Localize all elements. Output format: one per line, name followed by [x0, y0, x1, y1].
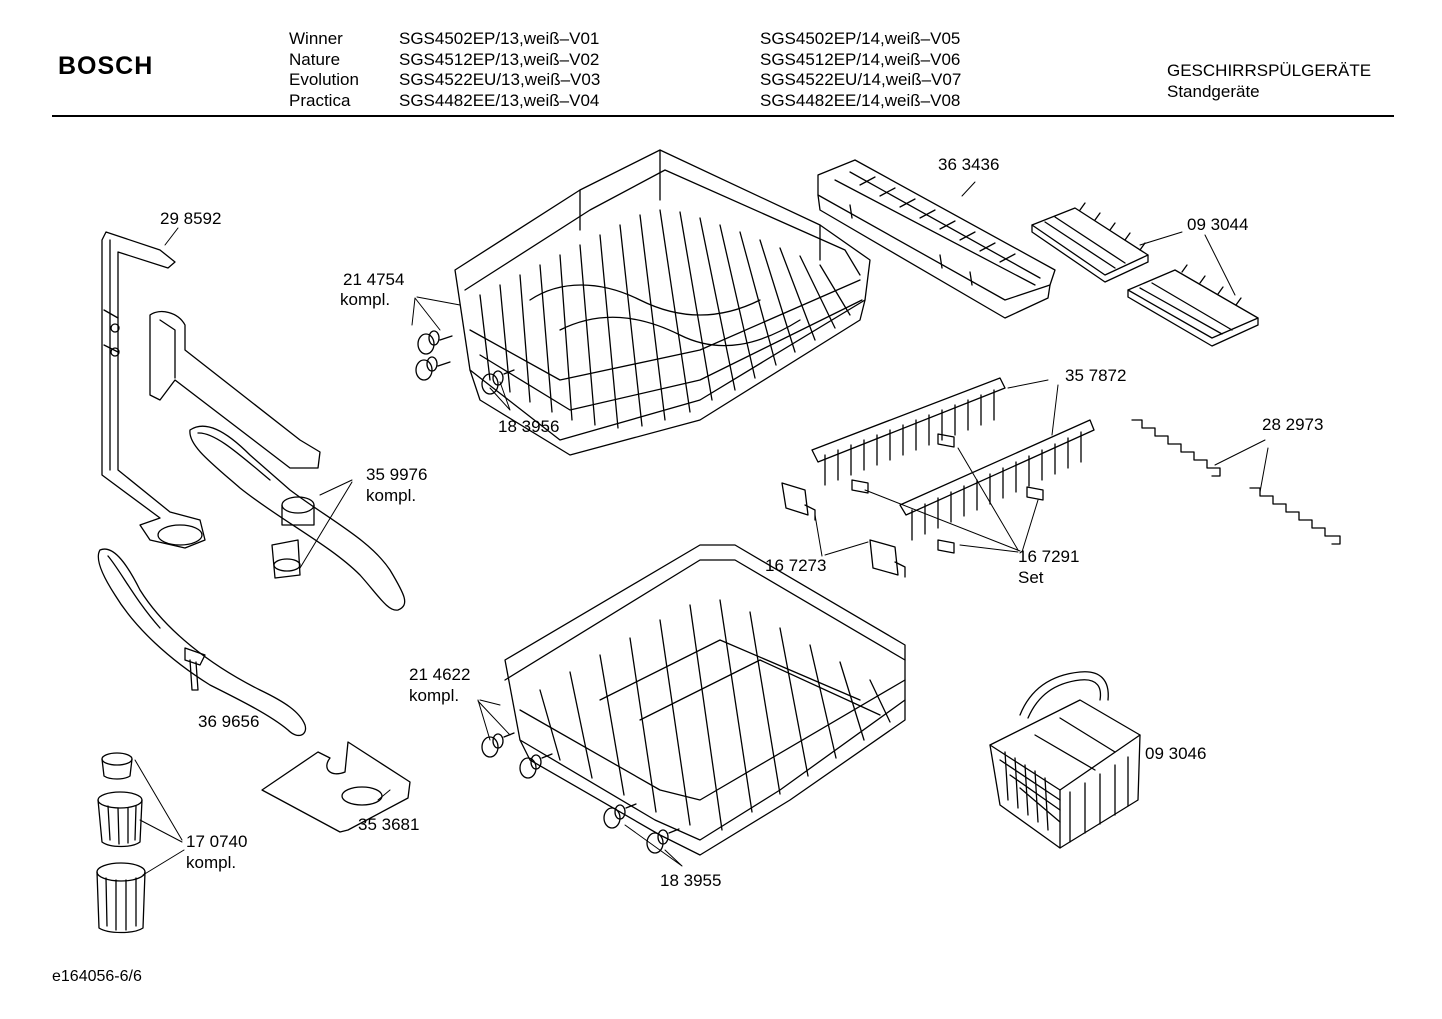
- model-line: Practica: [289, 90, 351, 110]
- part-label: 16 7273: [765, 556, 827, 575]
- knife-shelves-drawing: [1031, 202, 1259, 347]
- model-line-column: Winner Nature Evolution Practica: [289, 29, 359, 111]
- part-label: 36 9656: [198, 712, 260, 731]
- model-variant: SGS4502EP/14,weiß–V05: [760, 29, 961, 48]
- part-note: kompl.: [340, 290, 391, 309]
- clips-drawing: [781, 433, 1044, 578]
- part-note: Set: [1018, 568, 1044, 587]
- part-label: 21 4622: [409, 665, 471, 684]
- model-line: Winner: [289, 29, 343, 48]
- leader-lines: [134, 181, 1269, 876]
- model-variant-column-1: SGS4502EP/13,weiß–V01 SGS4512EP/13,weiß–…: [399, 29, 600, 111]
- part-label: 16 7291: [1018, 547, 1080, 566]
- filter-drawing: [96, 752, 146, 934]
- part-note: kompl.: [186, 853, 237, 872]
- category-subtitle: Standgeräte: [1167, 82, 1260, 101]
- category-block: GESCHIRRSPÜLGERÄTE Standgeräte: [1167, 60, 1371, 102]
- document-id: e164056-6/6: [52, 968, 142, 985]
- upper-rack-drawing: [454, 149, 871, 456]
- tine-rows-drawing: [811, 377, 1095, 541]
- part-label: 28 2973: [1262, 415, 1324, 434]
- part-label: 35 3681: [358, 815, 420, 834]
- model-variant: SGS4482EE/13,weiß–V04: [399, 90, 600, 110]
- spray-tube-drawing: [101, 231, 321, 549]
- filter-plate-drawing: [261, 741, 411, 833]
- part-label: 36 3436: [938, 155, 1000, 174]
- lower-spray-arm-drawing: [97, 548, 307, 737]
- model-variant: SGS4512EP/14,weiß–V06: [760, 49, 961, 69]
- model-variant: SGS4482EE/14,weiß–V08: [760, 90, 961, 110]
- model-variant: SGS4522EU/13,weiß–V03: [399, 70, 601, 89]
- part-note: kompl.: [409, 686, 460, 705]
- tray-drawing: [817, 159, 1056, 319]
- cutlery-basket-drawing: [989, 671, 1141, 849]
- model-variant-column-2: SGS4502EP/14,weiß–V05 SGS4512EP/14,weiß–…: [760, 29, 961, 111]
- part-label: 21 4754: [343, 270, 405, 289]
- zigzag-holders-drawing: [1131, 419, 1341, 545]
- part-note: kompl.: [366, 486, 417, 505]
- part-label: 09 3044: [1187, 215, 1249, 234]
- part-label: 17 0740: [186, 832, 248, 851]
- category-title: GESCHIRRSPÜLGERÄTE: [1167, 61, 1372, 80]
- lower-rack-drawing: [504, 544, 906, 856]
- part-label: 29 8592: [160, 209, 222, 228]
- part-label: 35 7872: [1065, 366, 1127, 385]
- model-variant: SGS4512EP/13,weiß–V02: [399, 49, 600, 69]
- model-variant: SGS4502EP/13,weiß–V01: [399, 29, 600, 48]
- model-variant: SGS4522EU/14,weiß–V07: [760, 70, 962, 89]
- part-label: 09 3046: [1145, 744, 1207, 763]
- model-line: Nature: [289, 49, 341, 69]
- header-divider: [52, 115, 1394, 117]
- lower-rack-rollers-drawing: [481, 732, 680, 854]
- part-label: 18 3955: [660, 871, 722, 890]
- part-label: 35 9976: [366, 465, 428, 484]
- middle-spray-arm-drawing: [189, 425, 406, 611]
- model-line: Evolution: [289, 70, 359, 89]
- brand-logo: BOSCH: [58, 52, 154, 80]
- upper-rack-rollers-drawing: [415, 330, 515, 395]
- part-label: 18 3956: [498, 417, 560, 436]
